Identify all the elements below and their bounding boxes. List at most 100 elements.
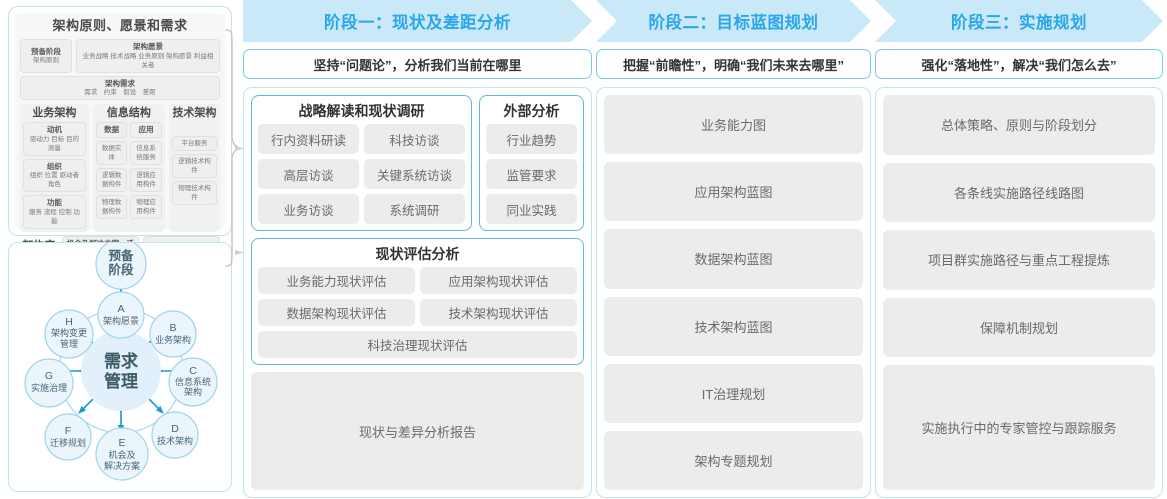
- adm-node-F-label: 迁移规划: [50, 437, 86, 448]
- chip-item[interactable]: 技术架构现状评估: [420, 299, 577, 326]
- svg-text:解决方案: 解决方案: [104, 460, 140, 471]
- adm-node-B-label: 业务架构: [155, 334, 191, 345]
- chip-item[interactable]: 同业实践: [486, 194, 577, 224]
- adm-node-F-key: F: [65, 425, 71, 437]
- togaf-adm-cycle-panel: 需求 管理 预备 阶段 A 架构愿景 B 业务架构 C 信息系统 架构 D 技术…: [8, 242, 232, 492]
- chip-item[interactable]: 业务访谈: [258, 194, 359, 224]
- chip-item[interactable]: 技术架构蓝图: [604, 296, 863, 356]
- togaf-column-technology: 技术架构 平台服务 逻辑技术构件 物理技术构件: [168, 104, 220, 232]
- phase-1-subtitle-banner: 坚持“问题论”，分析我们当前在哪里: [243, 49, 592, 79]
- phase-3-arrow-shape: [875, 0, 1163, 42]
- togaf-business-box-1-head: 动机: [46, 125, 62, 134]
- togaf-information-app-col: 应用 信息系统服务 逻辑应用构件 物理应用构件: [130, 122, 162, 219]
- togaf-data-box-1-sub: 数据实体: [101, 144, 122, 161]
- togaf-title: 架构原则、愿景和需求: [52, 18, 188, 33]
- adm-prep-label-line1: 预备: [108, 248, 134, 263]
- chip-item[interactable]: 应用架构蓝图: [604, 162, 863, 222]
- togaf-tech-box-1: 平台服务: [171, 136, 217, 151]
- togaf-prep-head: 预备阶段: [31, 46, 61, 56]
- togaf-vision-sub: 业务战略 技术战略 业务原则 架构愿景 利益相关者: [82, 52, 214, 69]
- group-external-analysis-items: 行业趋势 监管要求 同业实践: [486, 124, 577, 224]
- togaf-business-box-2-head: 组织: [46, 161, 62, 171]
- adm-node-C-label: 信息系统: [175, 376, 211, 387]
- phase-1-output-report[interactable]: 现状与差异分析报告: [251, 372, 584, 490]
- group-current-state-assessment[interactable]: 现状评估分析 业务能力现状评估 应用架构现状评估 数据架构现状评估 技术架构现状…: [251, 238, 584, 365]
- togaf-vision-head: 架构愿景: [133, 42, 163, 51]
- togaf-column-business: 业务架构 动机 驱动力 目标 目的 测量 组织 组织 位置 驱动者 角色 功能 …: [20, 104, 89, 232]
- chip-item[interactable]: 数据架构蓝图: [604, 229, 863, 289]
- group-current-state-assessment-title: 现状评估分析: [375, 246, 460, 262]
- togaf-prep-sub: 架构原则: [33, 57, 59, 64]
- phase-2-arrow-header: 阶段二：目标蓝图规划: [596, 0, 871, 42]
- phase-1-title: 阶段一：现状及差距分析: [324, 14, 511, 32]
- togaf-business-box-2-sub: 组织 位置 驱动者 角色: [29, 172, 79, 188]
- chip-item[interactable]: 项目群实施路径与重点工程提炼: [883, 230, 1155, 290]
- phase-column-3: 阶段三：实施规划 强化“落地性”，解决“我们怎么去” 总体策略、原则与阶段划分 …: [875, 0, 1163, 498]
- togaf-app-box-3: 物理应用构件: [130, 194, 162, 219]
- togaf-business-box-3-sub: 服务 流程 控制 功能: [28, 208, 80, 225]
- togaf-data-box-2: 逻辑数据构件: [95, 167, 128, 192]
- phase-1-arrow-shape: [243, 0, 592, 42]
- togaf-app-head-box: 应用: [130, 122, 162, 138]
- togaf-app-box-1-sub: 信息系统服务: [136, 144, 156, 161]
- togaf-data-head-box: 数据: [95, 122, 128, 138]
- togaf-column-information: 信息结构 数据 数据实体 逻辑数据构件 物理数据构件: [92, 104, 165, 232]
- adm-node-D-label: 技术架构: [157, 435, 193, 446]
- togaf-tech-box-2: 逻辑技术构件: [171, 154, 217, 178]
- togaf-business-box-3-head: 功能: [46, 198, 62, 207]
- chip-item[interactable]: 监管要求: [486, 159, 577, 189]
- chip-item[interactable]: 关键系统访谈: [364, 159, 465, 189]
- togaf-tech-box-3-sub: 物理技术构件: [178, 185, 211, 201]
- group-external-analysis[interactable]: 外部分析 行业趋势 监管要求 同业实践: [479, 95, 584, 231]
- togaf-business-box-3: 功能 服务 流程 控制 功能: [23, 195, 86, 229]
- adm-node-A-label: 架构愿景: [103, 315, 139, 326]
- chip-item[interactable]: 数据架构现状评估: [258, 299, 415, 326]
- svg-text:阶段: 阶段: [108, 262, 134, 277]
- adm-node-G-label: 实施治理: [31, 382, 67, 393]
- togaf-information-head: 信息结构: [106, 107, 151, 119]
- togaf-requirements-head: 架构需求: [105, 78, 135, 88]
- chip-item[interactable]: 业务能力图: [604, 95, 863, 155]
- phase-1-arrow-header: 阶段一：现状及差距分析: [243, 0, 592, 42]
- phase-1-body: 战略解读和现状调研 行内资料研读 科技访谈 高层访谈 关键系统访谈 业务访谈 系…: [243, 87, 592, 498]
- chip-item[interactable]: 架构专题规划: [604, 430, 863, 491]
- phase-2-body: 业务能力图 应用架构蓝图 数据架构蓝图 技术架构蓝图 IT治理规划 架构专题规划: [596, 87, 871, 498]
- chip-item[interactable]: 系统调研: [364, 194, 465, 224]
- group-strategy-survey[interactable]: 战略解读和现状调研 行内资料研读 科技访谈 高层访谈 关键系统访谈 业务访谈 系…: [251, 95, 472, 231]
- adm-node-C-key: C: [189, 365, 197, 377]
- togaf-row-vision: 预备阶段 架构原则 架构愿景 业务战略 技术战略 业务原则 架构愿景 利益相关者: [20, 39, 220, 73]
- chip-item[interactable]: 高层访谈: [258, 159, 359, 189]
- adm-node-E-label: 机会及: [108, 449, 135, 460]
- chip-item[interactable]: 实施执行中的专家管控与跟踪服务: [883, 365, 1155, 491]
- togaf-app-box-2-sub: 逻辑应用构件: [136, 171, 156, 188]
- chip-item[interactable]: 业务能力现状评估: [258, 267, 415, 294]
- chip-item[interactable]: 各条线实施路径线路图: [883, 162, 1155, 223]
- togaf-data-box-3-sub: 物理数据构件: [101, 198, 122, 215]
- chip-item[interactable]: 科技治理现状评估: [258, 331, 577, 358]
- phase-3-arrow-header: 阶段三：实施规划: [875, 0, 1163, 42]
- togaf-prep-box: 预备阶段 架构原则: [20, 39, 72, 73]
- brace-connector-icon: [225, 29, 244, 267]
- chip-item[interactable]: 科技访谈: [364, 124, 465, 154]
- phase-column-2: 阶段二：目标蓝图规划 把握“前瞻性”，明确“我们未来去哪里” 业务能力图 应用架…: [596, 0, 871, 498]
- chip-item[interactable]: 行内资料研读: [258, 124, 359, 154]
- phase-2-subtitle-banner: 把握“前瞻性”，明确“我们未来去哪里”: [596, 49, 871, 79]
- chip-item[interactable]: 保障机制规划: [883, 297, 1155, 358]
- phase-column-1: 阶段一：现状及差距分析 坚持“问题论”，分析我们当前在哪里 战略解读和现状调研 …: [243, 0, 592, 498]
- togaf-business-box-2: 组织 组织 位置 驱动者 角色: [23, 158, 86, 192]
- adm-cycle-diagram: 需求 管理 预备 阶段 A 架构愿景 B 业务架构 C 信息系统 架构 D 技术…: [24, 243, 218, 481]
- chip-item[interactable]: 应用架构现状评估: [420, 267, 577, 294]
- chip-item[interactable]: IT治理规划: [604, 363, 863, 423]
- adm-center-label-line1: 需求: [104, 351, 138, 371]
- togaf-tech-box-2-sub: 逻辑技术构件: [178, 158, 211, 174]
- togaf-technology-head: 技术架构: [172, 107, 217, 119]
- chip-item[interactable]: 总体策略、原则与阶段划分: [883, 95, 1155, 155]
- togaf-tech-box-1-sub: 平台服务: [181, 140, 208, 147]
- togaf-app-head: 应用: [138, 125, 154, 134]
- togaf-app-box-3-sub: 物理应用构件: [136, 198, 156, 215]
- chip-item[interactable]: 行业趋势: [486, 124, 577, 154]
- togaf-vision-box: 架构愿景 业务战略 技术战略 业务原则 架构愿景 利益相关者: [76, 39, 220, 73]
- adm-node-E-key: E: [118, 437, 125, 449]
- togaf-data-head: 数据: [104, 125, 120, 134]
- phase-2-title: 阶段二：目标蓝图规划: [648, 14, 819, 32]
